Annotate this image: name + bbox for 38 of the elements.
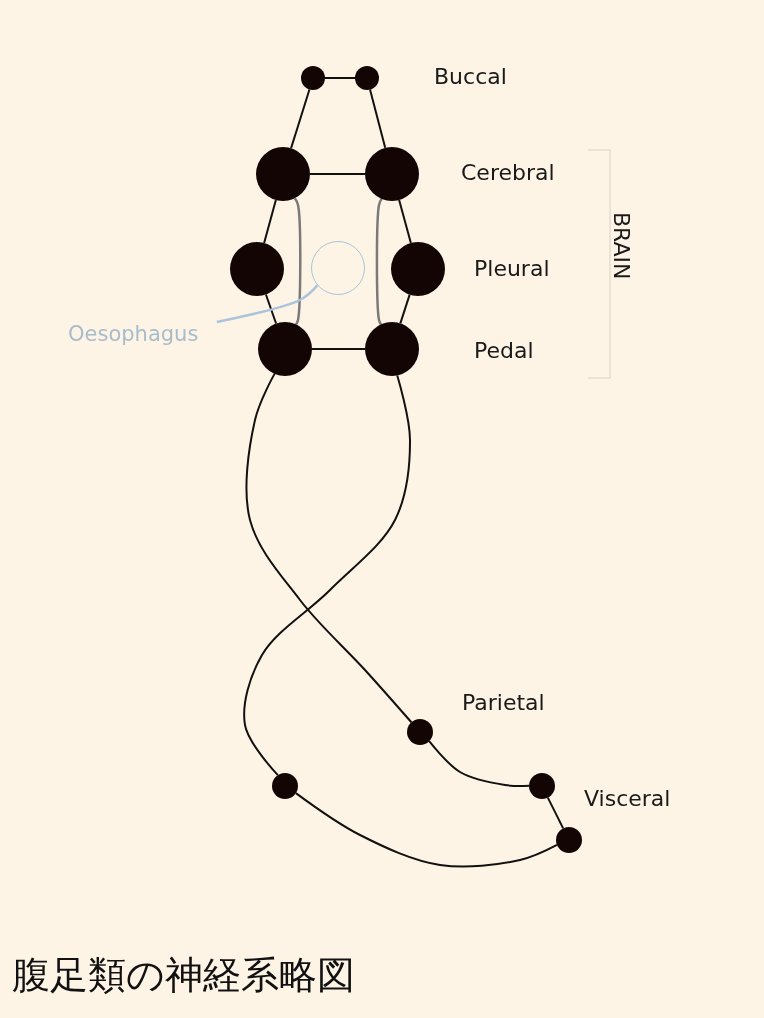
nerve-connective: [546, 796, 565, 830]
ganglion-dot: [258, 322, 312, 376]
ganglion-dot: [355, 66, 379, 90]
ganglion-dot: [365, 147, 419, 201]
ganglion-dot: [529, 773, 555, 799]
ganglion-dot: [407, 719, 433, 745]
nerve-connective: [399, 293, 411, 325]
ganglion-label: Pleural: [474, 258, 550, 280]
nerve-connective: [309, 173, 366, 175]
nerve-connective: [290, 88, 311, 150]
nerve-connective: [264, 293, 278, 325]
ganglion-dot: [391, 242, 445, 296]
nerve-connective: [324, 77, 356, 79]
caption: 腹足類の神経系略図: [12, 955, 355, 997]
ganglion-label: Buccal: [434, 66, 507, 88]
nerve-connective: [428, 740, 530, 787]
nerve-connective: [245, 372, 413, 724]
ganglion-dot: [301, 66, 325, 90]
oesophagus-label: Oesophagus: [68, 324, 199, 345]
nerve-connective: [263, 199, 277, 244]
group-label: BRAIN: [610, 212, 632, 280]
nerve-connective: [311, 348, 366, 350]
ganglion-dot: [365, 322, 419, 376]
nerve-connective: [293, 197, 302, 325]
ganglion-dot: [272, 773, 298, 799]
leader-line: [216, 284, 319, 324]
ganglion-label: Parietal: [462, 692, 545, 714]
nerve-connective: [243, 374, 411, 777]
ganglion-dot: [556, 827, 582, 853]
nerve-connective: [375, 198, 383, 325]
ganglion-label: Visceral: [584, 788, 671, 810]
ganglion-label: Pedal: [474, 340, 534, 362]
nerve-connective: [398, 199, 412, 244]
ganglion-label: Cerebral: [461, 162, 555, 184]
nerve-connective: [294, 792, 558, 868]
ganglion-dot: [230, 242, 284, 296]
nerve-connective: [369, 88, 387, 149]
ganglion-dot: [256, 147, 310, 201]
